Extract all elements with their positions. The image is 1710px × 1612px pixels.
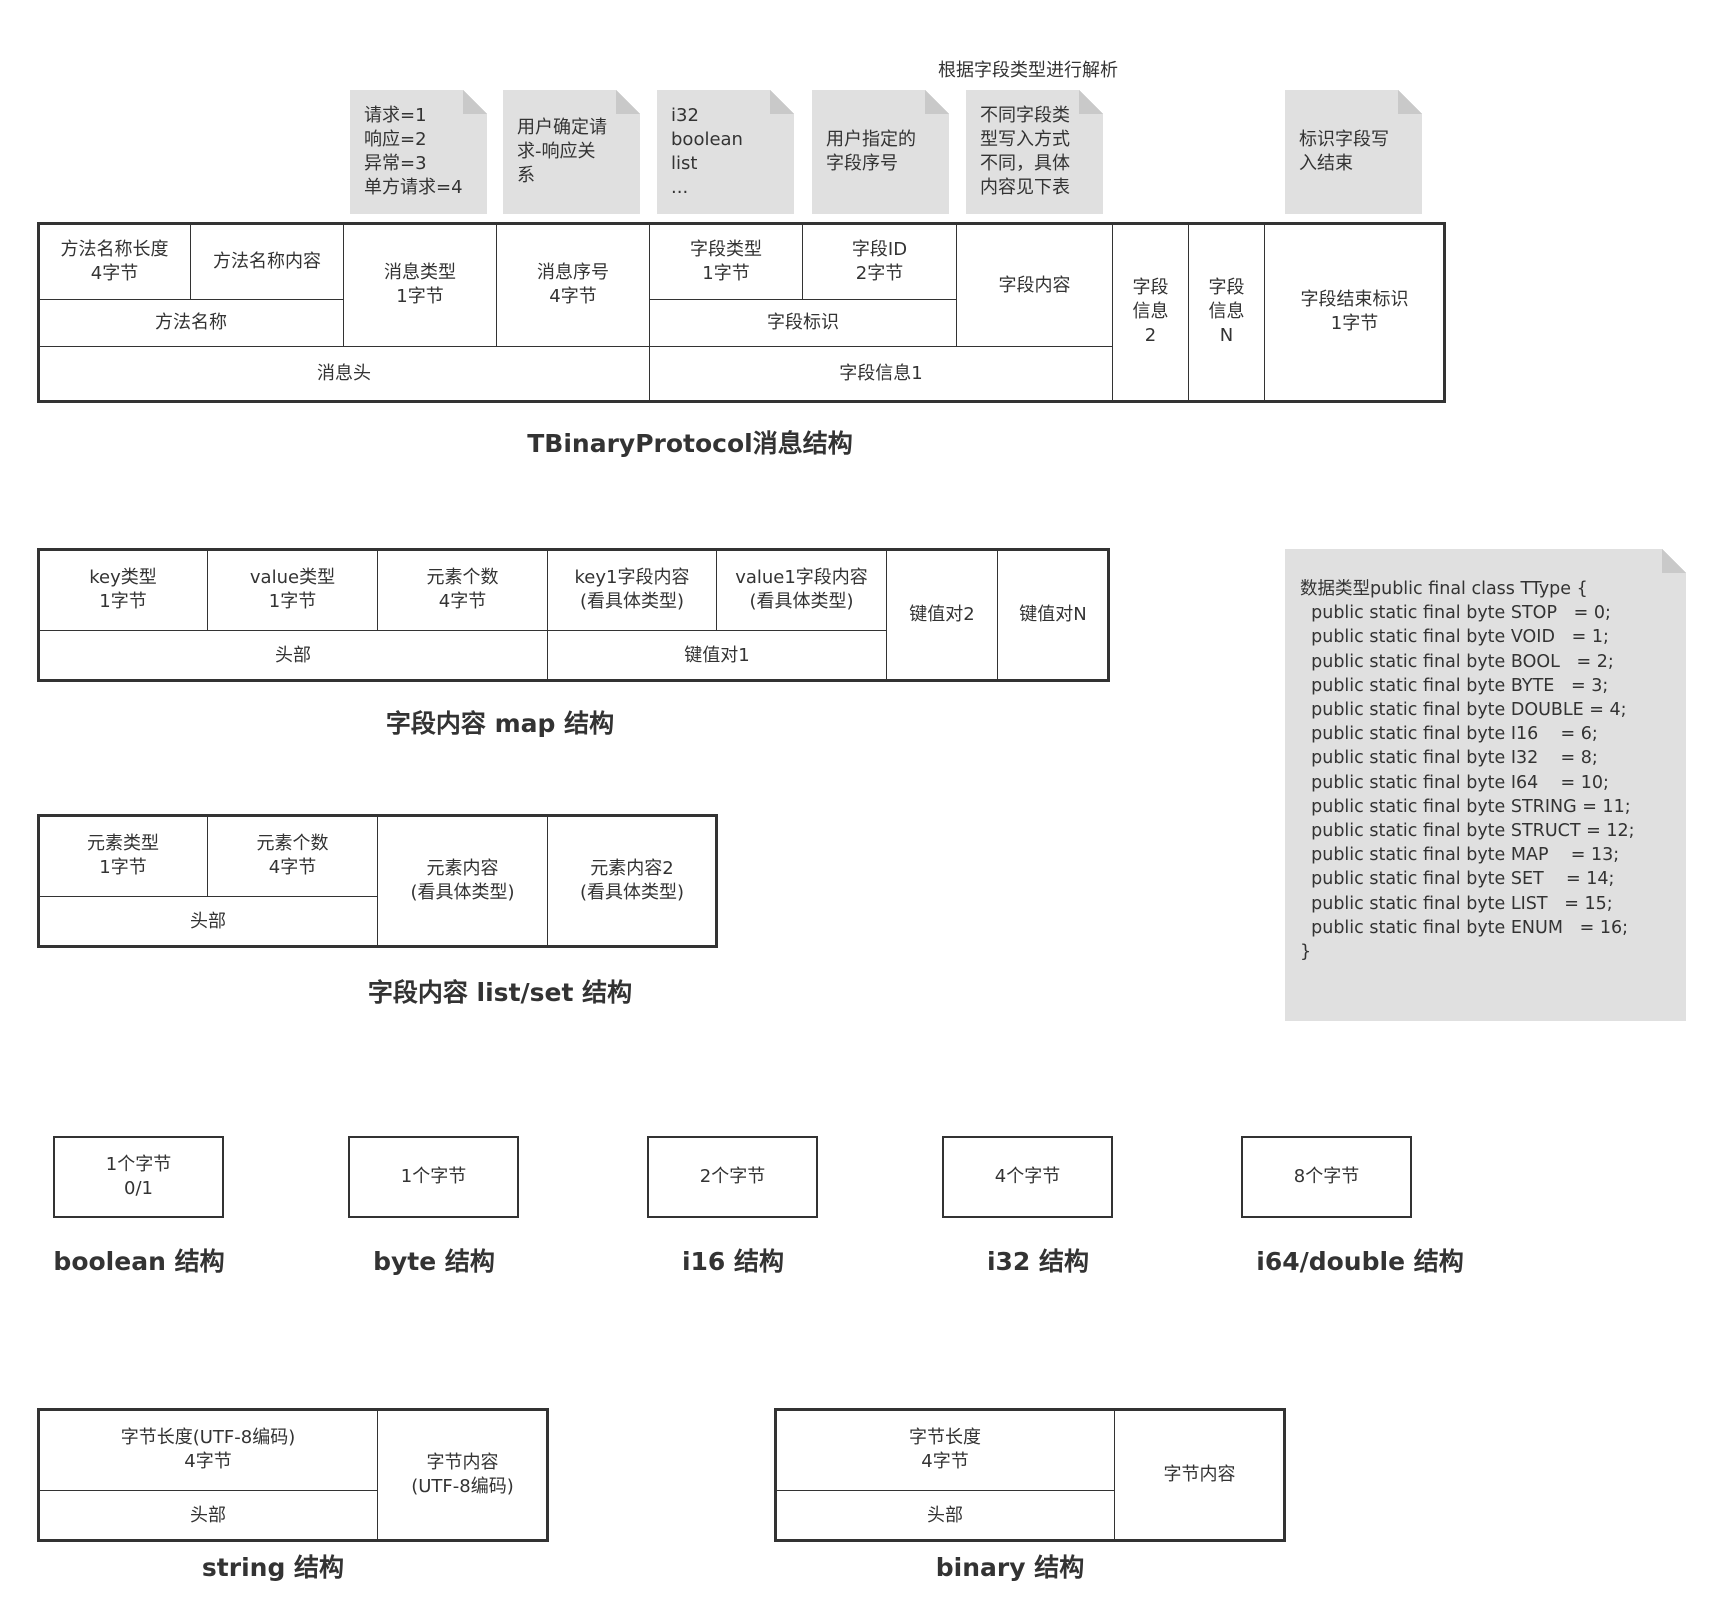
field-id-note: 用户指定的 字段序号 xyxy=(812,90,949,214)
binary-byte-length-cell: 字节长度 4字节 xyxy=(775,1409,1115,1491)
field-content-note: 不同字段类 型写入方式 不同，具体 内容见下表 xyxy=(966,90,1103,214)
map-key1-content-cell: key1字段内容 (看具体类型) xyxy=(547,549,717,631)
parse-by-type-annotation: 根据字段类型进行解析 xyxy=(938,60,1118,81)
map-element-count-cell: 元素个数 4字节 xyxy=(377,549,548,631)
field-id-cell: 字段ID 2字节 xyxy=(802,223,957,300)
field-info-n-cell: 字段 信息 N xyxy=(1188,223,1265,401)
i64-double-cell: 8个字节 xyxy=(1241,1136,1412,1218)
i64-double-structure-title: i64/double 结构 xyxy=(1256,1247,1464,1276)
boolean-cell: 1个字节 0/1 xyxy=(53,1136,224,1218)
field-end-note-text: 标识字段写 入结束 xyxy=(1299,129,1389,174)
method-name-cell: 方法名称 xyxy=(38,299,344,347)
map-kv-pair-n-cell: 键值对N xyxy=(997,549,1109,681)
map-kv-pair-1-cell: 键值对1 xyxy=(547,630,887,681)
list-header-cell: 头部 xyxy=(38,896,378,947)
list-element-content-cell: 元素内容 (看具体类型) xyxy=(377,815,548,947)
method-name-content-cell: 方法名称内容 xyxy=(190,223,344,300)
field-type-cell: 字段类型 1字节 xyxy=(649,223,803,300)
field-end-note: 标识字段写 入结束 xyxy=(1285,90,1422,214)
binary-structure-title: binary 结构 xyxy=(935,1553,1085,1582)
field-content-note-text: 不同字段类 型写入方式 不同，具体 内容见下表 xyxy=(980,105,1070,198)
binary-header-cell: 头部 xyxy=(775,1490,1115,1541)
string-header-cell: 头部 xyxy=(38,1490,378,1541)
string-structure-title: string 结构 xyxy=(201,1553,345,1582)
message-type-note-text: 请求=1 响应=2 异常=3 单方请求=4 xyxy=(364,105,463,198)
ttype-definition-note: 数据类型public final class TType { public st… xyxy=(1285,549,1686,1021)
list-set-structure-title: 字段内容 list/set 结构 xyxy=(367,978,633,1007)
method-name-length-cell: 方法名称长度 4字节 xyxy=(38,223,191,300)
binary-byte-content-cell: 字节内容 xyxy=(1114,1409,1285,1541)
i32-structure-title: i32 结构 xyxy=(986,1247,1090,1276)
map-structure-title: 字段内容 map 结构 xyxy=(385,709,615,738)
string-byte-length-cell: 字节长度(UTF-8编码) 4字节 xyxy=(38,1409,378,1491)
field-end-cell: 字段结束标识 1字节 xyxy=(1264,223,1445,401)
message-seq-note-text: 用户确定请 求-响应关 系 xyxy=(517,117,607,186)
map-kv-pair-2-cell: 键值对2 xyxy=(886,549,998,681)
byte-cell: 1个字节 xyxy=(348,1136,519,1218)
i16-cell: 2个字节 xyxy=(647,1136,818,1218)
field-identifier-cell: 字段标识 xyxy=(649,299,957,347)
message-seq-note: 用户确定请 求-响应关 系 xyxy=(503,90,640,214)
binary-protocol-title: TBinaryProtocol消息结构 xyxy=(527,429,853,458)
byte-structure-title: byte 结构 xyxy=(373,1247,495,1276)
ttype-definition-text: 数据类型public final class TType { public st… xyxy=(1300,579,1635,963)
field-type-note-text: i32 boolean list ... xyxy=(671,105,743,198)
string-byte-content-cell: 字节内容 (UTF-8编码) xyxy=(377,1409,548,1541)
list-element-type-cell: 元素类型 1字节 xyxy=(38,815,208,897)
message-seq-cell: 消息序号 4字节 xyxy=(496,223,650,347)
map-value-type-cell: value类型 1字节 xyxy=(207,549,378,631)
field-id-note-text: 用户指定的 字段序号 xyxy=(826,129,916,174)
field-content-cell: 字段内容 xyxy=(956,223,1113,347)
i16-structure-title: i16 结构 xyxy=(681,1247,785,1276)
field-info-2-cell: 字段 信息 2 xyxy=(1112,223,1189,401)
field-type-note: i32 boolean list ... xyxy=(657,90,794,214)
list-element-content-2-cell: 元素内容2 (看具体类型) xyxy=(547,815,717,947)
map-value1-content-cell: value1字段内容 (看具体类型) xyxy=(716,549,887,631)
map-key-type-cell: key类型 1字节 xyxy=(38,549,208,631)
list-element-count-cell: 元素个数 4字节 xyxy=(207,815,378,897)
field-info-1-cell: 字段信息1 xyxy=(649,346,1113,401)
message-type-cell: 消息类型 1字节 xyxy=(343,223,497,347)
message-type-note: 请求=1 响应=2 异常=3 单方请求=4 xyxy=(350,90,487,214)
message-header-cell: 消息头 xyxy=(38,346,650,401)
boolean-structure-title: boolean 结构 xyxy=(53,1247,225,1276)
i32-cell: 4个字节 xyxy=(942,1136,1113,1218)
map-header-cell: 头部 xyxy=(38,630,548,681)
